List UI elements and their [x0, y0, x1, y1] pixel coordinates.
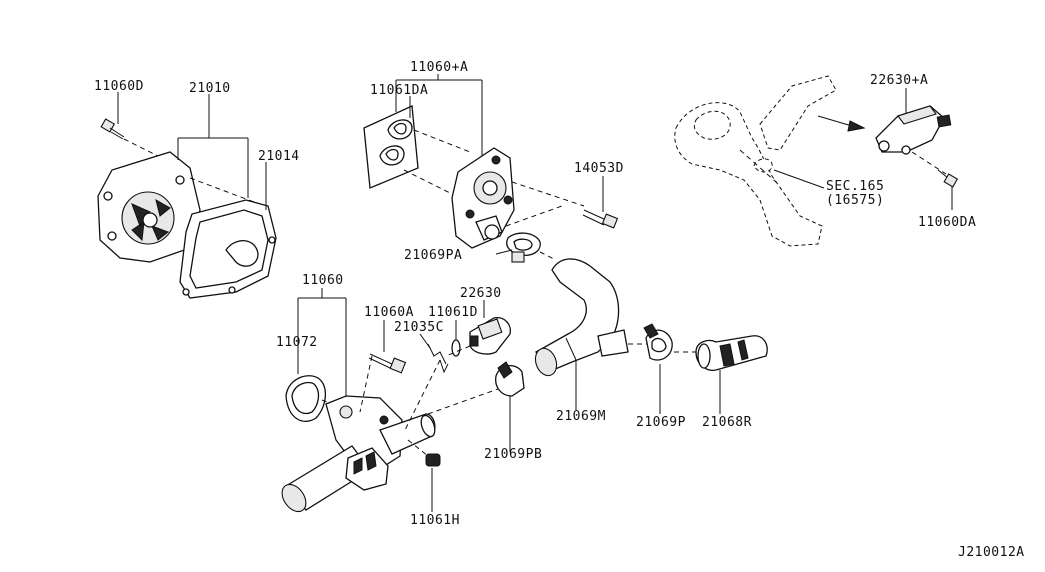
air-duct-sec165-group [674, 75, 959, 247]
label-sec165: SEC.165 [826, 179, 884, 194]
thermostat-housing-upper-group [363, 74, 619, 263]
label-21069P: 21069P [636, 415, 686, 430]
label-11060: 11060 [302, 273, 344, 288]
gasket-11072-icon [285, 375, 326, 422]
clamp-21069PA-icon [506, 232, 541, 263]
sensor-22630A-icon [875, 105, 952, 155]
bolt-11060D-icon [100, 118, 125, 140]
label-21035C: 21035C [394, 320, 444, 335]
clamp-21069P-icon [643, 323, 673, 361]
label-22630: 22630 [460, 286, 502, 301]
label-14053D: 14053D [574, 161, 624, 176]
temperature-sensor-22630-icon [469, 317, 511, 355]
direction-arrow-icon [817, 115, 866, 132]
label-21069PA: 21069PA [404, 248, 462, 263]
clamp-21069PB-icon [495, 361, 525, 397]
label-11072: 11072 [276, 335, 318, 350]
water-pump-21010-icon [97, 151, 201, 263]
label-21069PB: 21069PB [484, 447, 542, 462]
thermostat-housing-11060-icon [281, 395, 436, 513]
label-11061DA: 11061DA [370, 83, 428, 98]
clip-21035C-icon [427, 343, 449, 374]
callout-labels: 11060D 21010 21014 11060+A 11061DA 14053… [94, 60, 1025, 560]
label-21068R: 21068R [702, 415, 752, 430]
label-22630A-plus: 22630+A [870, 73, 928, 88]
label-21014: 21014 [258, 149, 300, 164]
label-21010: 21010 [189, 81, 231, 96]
plug-11061H-icon [425, 453, 441, 467]
bolt-11060A-icon [368, 353, 407, 374]
label-sec165-ref: (16575) [826, 193, 884, 208]
label-11060DA: 11060DA [918, 215, 976, 230]
gasket-plate-11061DA-icon [363, 105, 419, 189]
hose-21069M-group [495, 258, 768, 452]
connector-21068R-icon [695, 335, 768, 371]
bolt-11060DA-icon [937, 169, 959, 188]
bolt-14053D-icon [582, 209, 619, 229]
diagram-id: J210012A [958, 545, 1025, 560]
label-21069M: 21069M [556, 409, 606, 424]
label-11061D: 11061D [428, 305, 478, 320]
water-pump-group [97, 92, 277, 299]
gasket-21014-icon [179, 199, 277, 299]
thermostat-housing-lower-group [281, 288, 513, 513]
air-duct-sec165-icon [674, 75, 837, 247]
o-ring-11061D-icon [451, 339, 461, 357]
label-11060A: 11060A [364, 305, 414, 320]
label-11060D: 11060D [94, 79, 144, 94]
water-hose-21069M-icon [534, 258, 629, 377]
label-11061H: 11061H [410, 513, 460, 528]
label-11060A-plus: 11060+A [410, 60, 468, 75]
thermostat-housing-11060A-icon [451, 147, 515, 249]
